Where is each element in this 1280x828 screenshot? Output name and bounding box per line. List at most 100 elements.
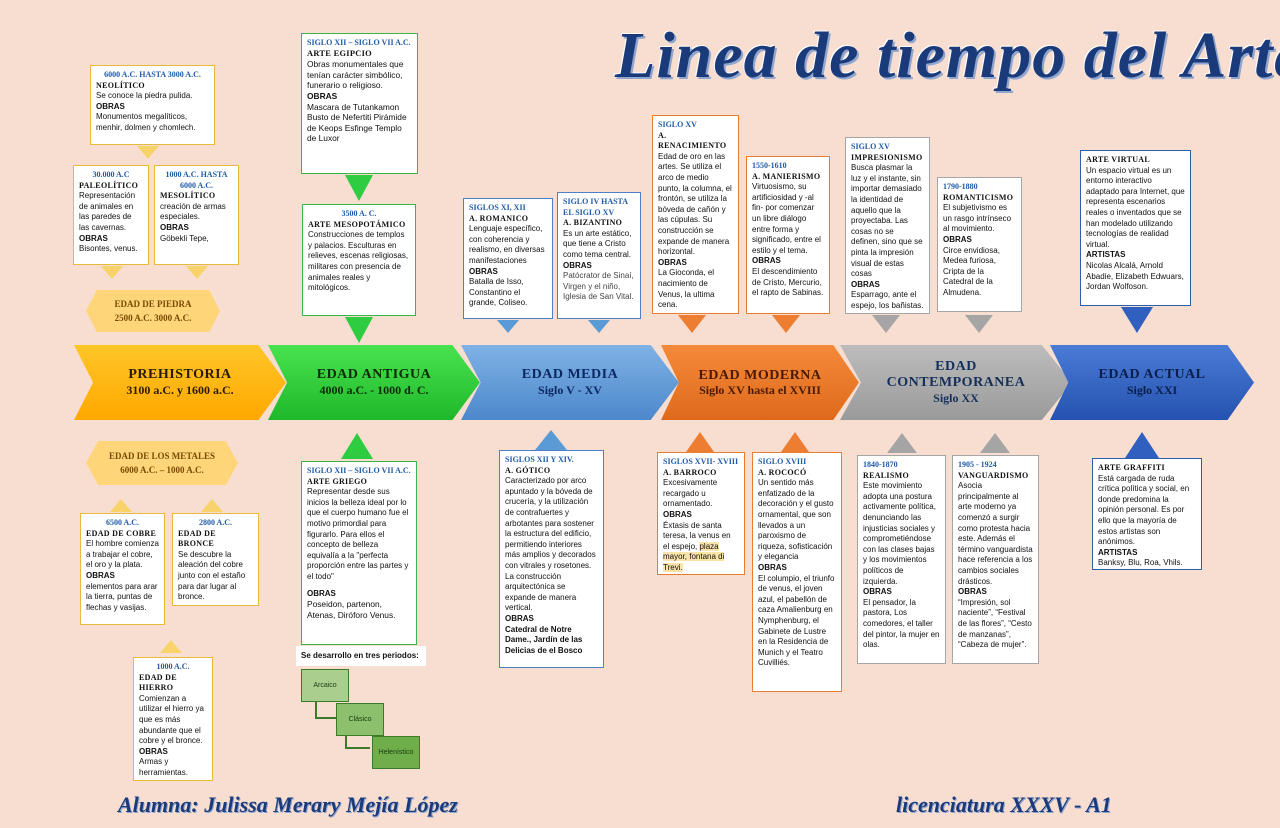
box-obras-label: OBRAS [505, 613, 534, 623]
box-obras-label: OBRAS [752, 256, 781, 266]
era-dates: Siglo XXI [1126, 383, 1178, 397]
period-helenistico: Helenístico [372, 736, 420, 769]
box-obras-label: OBRAS [851, 279, 880, 289]
era-dates: Siglo XV hasta el XVIII [699, 383, 821, 397]
pointer-arrow [980, 433, 1010, 453]
box-description: Caracterizado por arco apuntado y la bóv… [505, 476, 596, 613]
era-moderna: EDAD MODERNA Siglo XV hasta el XVIII [661, 345, 859, 420]
era-name: EDAD MODERNA [698, 368, 822, 383]
box-subtitle: A. BARROCO [663, 467, 717, 477]
box-obras: “Impresión, sol naciente”, “Festival de … [958, 597, 1032, 650]
era-media: EDAD MEDIA Siglo V - XV [461, 345, 679, 420]
hex-dates: 6000 A.C. – 1000 A.C. [120, 465, 204, 475]
box-arte-bizantino: SIGLO IV HASTA EL SIGLO XV A. BIZANTINO … [557, 192, 641, 319]
box-obras-text: Éxtasis de santa teresa, la venus en el … [663, 520, 731, 551]
box-obras: Esparrago, ante el espejo, los bañistas. [851, 290, 924, 310]
era-prehistoria: PREHISTORIA 3100 a.C. y 1600 a.C. [74, 345, 286, 420]
periods-connector [315, 700, 370, 749]
pointer-arrow [588, 320, 610, 333]
era-dates: Siglo V - XV [538, 383, 602, 397]
page-title: Linea de tiempo del Arte [615, 19, 1280, 92]
periods-title: Se desarrollo en tres periodos: [296, 646, 426, 666]
box-obras: Mascara de Tutankamon Busto de Nefertiti… [307, 101, 407, 144]
box-arte-griego: SIGLO XII – SIGLO VII A.C. ARTE GRIEGO R… [301, 461, 417, 645]
box-heading: SIGLO XV [658, 120, 697, 129]
box-heading: SIGLO XVIII [758, 457, 807, 466]
box-heading: 30.000 A.C [92, 170, 130, 179]
student-name: Alumna: Julissa Merary Mejía López [118, 792, 458, 817]
box-manierismo: 1550-1610 A. MANIERISMO Virtuosismo, su … [746, 156, 830, 314]
era-dates: Siglo XX [933, 391, 979, 405]
box-romanticismo: 1790-1880 ROMANTICISMO El subjetivismo e… [937, 177, 1022, 312]
box-arte-egipcio: SIGLO XII – SIGLO VII A.C. ARTE EGIPCIO … [301, 33, 418, 174]
box-subtitle: MESOLÍTICO [160, 191, 216, 201]
box-description: Edad de oro en las artes. Se utiliza el … [658, 151, 732, 257]
period-clasico: Clásico [336, 703, 384, 736]
box-description: Representar desde sus inicios la belleza… [307, 487, 409, 581]
box-obras-label: OBRAS [958, 587, 987, 597]
box-subtitle: A. MANIERISMO [752, 171, 821, 181]
box-description: Un espacio virtual es un entorno interac… [1086, 165, 1185, 249]
box-obras: Patócrator de Sinaí, Virgen y el niño, I… [563, 271, 634, 302]
box-subtitle: EDAD DE BRONCE [178, 528, 216, 549]
box-obras-label: OBRAS [663, 509, 692, 519]
box-impresionismo: SIGLO XV IMPRESIONISMO Busca plasmar la … [845, 137, 930, 314]
pointer-arrow [678, 315, 706, 333]
box-subtitle: A. GÓTICO [505, 465, 551, 475]
box-heading: 3500 A. C. [341, 209, 377, 218]
box-description: Asocia principalmente al arte moderno ya… [958, 481, 1033, 586]
box-subtitle: ARTE EGIPCIO [307, 48, 372, 58]
box-edad-de-cobre: 6500 A.C. EDAD DE COBRE El hombre comien… [80, 513, 165, 625]
box-renacimiento: SIGLO XV A. RENACIMIENTO Edad de oro en … [652, 115, 739, 314]
box-obras: Armas y herramientas. [139, 757, 188, 777]
box-heading: 1000 A.C. [156, 662, 190, 671]
box-subtitle: EDAD DE COBRE [86, 528, 157, 538]
box-arte-romanico: SIGLOS XI, XII A. ROMANICO Lenguaje espe… [463, 198, 553, 319]
box-description: Se descubre la aleación del cobre junto … [178, 549, 246, 602]
pointer-arrow [965, 315, 993, 333]
box-heading: 1905 - 1924 [958, 460, 997, 469]
box-subtitle: ARTE GRIEGO [307, 476, 368, 486]
era-name: PREHISTORIA [128, 367, 232, 382]
box-obras: El pensador, la pastora, Los comedores, … [863, 597, 940, 650]
box-heading: 2800 A.C. [198, 518, 233, 527]
box-description: El hombre comienza a trabajar el cobre, … [86, 539, 159, 570]
box-heading: SIGLOS XVII- XVIII [663, 457, 739, 466]
box-description: Este movimiento adopta una postura activ… [863, 481, 936, 586]
box-obras: Circe envidiosa, Medea furiosa, Cripta d… [943, 245, 1000, 297]
box-subtitle: IMPRESIONISMO [851, 152, 923, 162]
era-name: EDAD ANTIGUA [316, 367, 432, 382]
box-obras-label: OBRAS [563, 260, 592, 270]
era-name: EDAD CONTEMPORANEA [886, 359, 1026, 390]
box-obras: Bisontes, venus. [79, 244, 138, 254]
box-heading: SIGLOS XI, XII [469, 203, 526, 212]
box-description: creación de armas especiales. [160, 201, 226, 222]
box-description: Obras monumentales que tenían carácter s… [307, 59, 404, 91]
pointer-arrow [160, 640, 182, 653]
box-realismo: 1840-1870 REALISMO Este movimiento adopt… [857, 455, 946, 664]
box-vanguardismo: 1905 - 1924 VANGUARDISMO Asocia principa… [952, 455, 1039, 664]
box-obras-label: ARTISTAS [1098, 547, 1138, 557]
box-obras-label: OBRAS [307, 588, 336, 598]
period-arcaico: Arcaico [301, 669, 349, 702]
box-arte-graffiti: ARTE GRAFFITI Está cargada de ruda críti… [1092, 458, 1202, 570]
box-heading: SIGLO XII – SIGLO VII A.C. [307, 466, 411, 475]
box-obras: Catedral de Notre Dame., Jardín de las D… [505, 624, 583, 655]
box-obras-label: OBRAS [96, 101, 125, 111]
box-description: Un sentido más enfatizado de la decoraci… [758, 478, 834, 562]
box-description: Está cargada de ruda crítica política y … [1098, 473, 1190, 547]
box-obras: Batalla de Isso, Constantino el grande, … [469, 277, 528, 308]
box-obras-label: OBRAS [79, 233, 108, 243]
degree-label: licenciatura XXXV - A1 [896, 792, 1112, 817]
box-heading: 1000 A.C. HASTA 6000 A.C. [165, 170, 228, 190]
box-subtitle: ARTE MESOPOTÁMICO [308, 219, 406, 229]
box-arte-rococo: SIGLO XVIII A. ROCOCÓ Un sentido más enf… [752, 452, 842, 692]
pointer-arrow [686, 432, 714, 452]
box-heading: 1790-1880 [943, 182, 978, 191]
pointer-arrow [110, 499, 132, 512]
box-heading: SIGLOS XII Y XIV. [505, 455, 574, 464]
box-arte-mesopotamico: 3500 A. C. ARTE MESOPOTÁMICO Construccio… [302, 204, 416, 316]
box-obras-label: OBRAS [307, 90, 338, 101]
box-obras: Nicolas Alcalá, Arnold Abadie, Elizabeth… [1086, 260, 1184, 292]
box-description: Lenguaje específico, con coherencia y re… [469, 224, 545, 265]
